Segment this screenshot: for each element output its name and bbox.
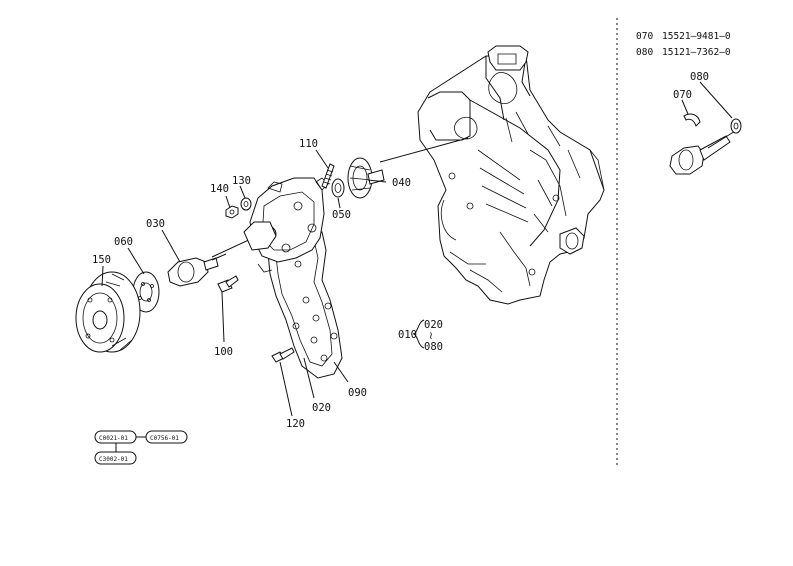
callout-110: 110	[299, 138, 318, 150]
stud-110	[321, 163, 335, 189]
washer-130	[240, 197, 252, 211]
callout-060: 060	[114, 236, 133, 248]
parts-list-part-2: 15121—7362—0	[662, 47, 731, 58]
bolt-100	[217, 275, 239, 293]
callout-labels: 110 130 140 040 050 030 060 150 100 010 …	[92, 71, 709, 430]
impeller-040	[347, 157, 385, 199]
axis-line-block	[379, 137, 469, 163]
callout-140: 140	[210, 183, 229, 195]
code-badge-3-text: C3002-01	[99, 456, 128, 463]
callout-150: 150	[92, 254, 111, 266]
callout-080-detail: 080	[690, 71, 709, 83]
engine-block	[417, 45, 605, 305]
parts-list: 070 15521—9481—0 080 15121—7362—0	[636, 31, 731, 58]
seal-050	[331, 178, 345, 198]
parts-list-part-1: 15521—9481—0	[662, 31, 731, 42]
code-badge-3	[94, 451, 137, 465]
code-badge-1	[94, 430, 137, 444]
callout-range-tilde: ≀	[429, 330, 433, 342]
nut-140	[225, 205, 239, 219]
callout-050: 050	[332, 209, 351, 221]
callout-040: 040	[392, 177, 411, 189]
callout-030: 030	[146, 218, 165, 230]
code-badge-1-text: C0021-01	[99, 435, 128, 442]
callout-080-range-end: 080	[424, 341, 443, 353]
callout-100: 100	[214, 346, 233, 358]
callout-020-range-start: 020	[424, 319, 443, 331]
callout-130: 130	[232, 175, 251, 187]
washer-080	[730, 118, 742, 134]
code-badges: C0021-01 C0756-01 C3002-01	[94, 430, 188, 465]
callout-090: 090	[348, 387, 367, 399]
water-pump-housing	[243, 177, 329, 273]
detail-shaft	[669, 127, 741, 175]
bearing-shaft-030	[167, 253, 227, 287]
callout-070-detail: 070	[673, 89, 692, 101]
callout-120: 120	[286, 418, 305, 430]
bolt-120	[271, 347, 295, 363]
circlip-070	[683, 113, 701, 127]
parts-list-ref-2: 080	[636, 47, 653, 58]
pulley-150	[75, 271, 141, 353]
callout-leaders	[101, 81, 733, 417]
code-badge-2	[145, 430, 188, 444]
callout-010: 010	[398, 329, 417, 341]
parts-list-ref-1: 070	[636, 31, 653, 42]
callout-020: 020	[312, 402, 331, 414]
code-badge-2-text: C0756-01	[150, 435, 179, 442]
